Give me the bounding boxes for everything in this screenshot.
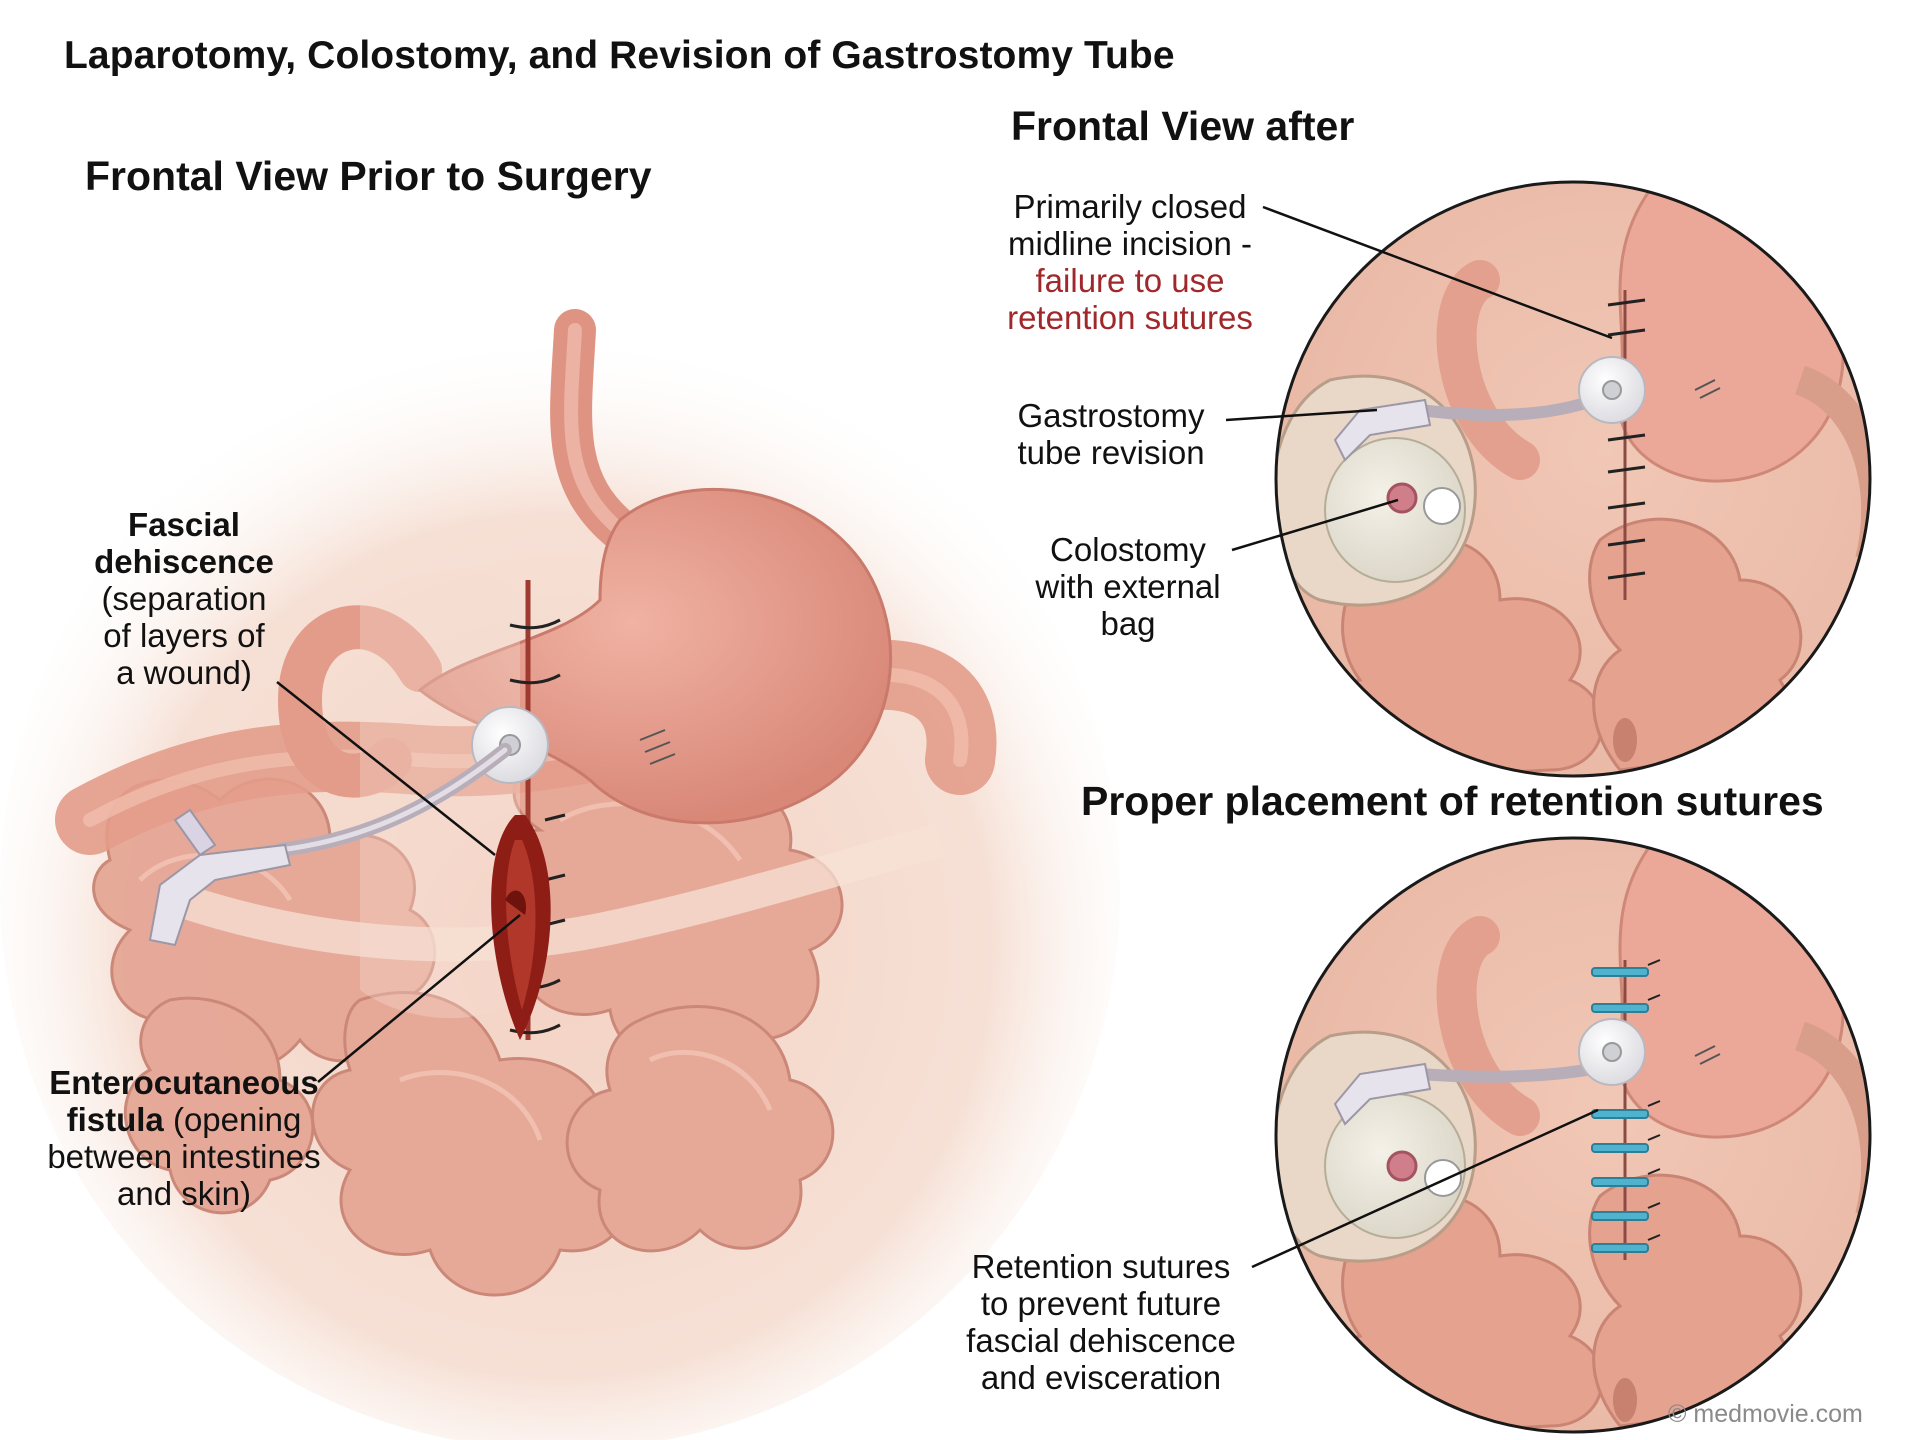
leader-colostomy — [1231, 498, 1399, 552]
fistula-desc-line3: between intestines — [47, 1138, 321, 1175]
before-surgery-illustration — [0, 309, 1120, 1440]
leader-retention-sutures — [1251, 1108, 1599, 1269]
colostomy-line1: Colostomy — [1050, 531, 1206, 568]
leader-lines — [276, 205, 1613, 1269]
label-enterocutaneous-fistula: Enterocutaneous fistula (opening between… — [14, 1064, 354, 1212]
after-surgery-inset — [1274, 180, 1872, 778]
fascial-term-line1: Fascial — [128, 506, 240, 543]
label-gastrostomy-tube: Gastrostomy tube revision — [1003, 397, 1219, 471]
retention-line1: Retention sutures — [971, 1248, 1231, 1285]
primarily-closed-line1: Primarily closed — [1013, 188, 1247, 225]
heading-after-surgery: Frontal View after — [1011, 103, 1355, 149]
fascial-desc-line3: a wound) — [116, 654, 252, 691]
proper-placement-inset — [1274, 836, 1872, 1434]
fascial-desc-line2: of layers of — [103, 617, 265, 654]
leader-primarily-closed — [1262, 205, 1613, 340]
fistula-desc-line4: and skin) — [117, 1175, 251, 1212]
fistula-desc-after-term: (opening — [163, 1101, 302, 1138]
leader-gastrostomy-tube — [1225, 408, 1378, 422]
heading-proper-placement: Proper placement of retention sutures — [1081, 778, 1824, 824]
colostomy-line3: bag — [1100, 605, 1156, 642]
retention-line2: to prevent future — [980, 1285, 1222, 1322]
colostomy-line2: with external — [1035, 568, 1221, 605]
primarily-closed-line3: failure to use — [1035, 262, 1225, 299]
figure-title: Laparotomy, Colostomy, and Revision of G… — [64, 34, 1175, 77]
fistula-term-line1: Enterocutaneous — [49, 1064, 319, 1101]
retention-line4: and evisceration — [980, 1359, 1222, 1396]
label-colostomy: Colostomy with external bag — [1020, 531, 1236, 642]
fistula-line2: fistula (opening — [14, 1101, 354, 1138]
copyright-watermark: © medmovie.com — [1668, 1400, 1863, 1428]
label-fascial-dehiscence: Fascial dehiscence (separation of layers… — [76, 506, 292, 691]
retention-line3: fascial dehiscence — [966, 1322, 1236, 1359]
fascial-term-line2: dehiscence — [94, 543, 274, 580]
label-retention-sutures: Retention sutures to prevent future fasc… — [946, 1248, 1256, 1396]
gastrostomy-line2: tube revision — [1017, 434, 1205, 471]
fistula-term-line2: fistula — [66, 1101, 164, 1138]
primarily-closed-line4: retention sutures — [1007, 299, 1253, 336]
label-primarily-closed: Primarily closed midline incision - fail… — [985, 188, 1275, 336]
leader-enterocutaneous-fistula — [317, 914, 521, 1083]
heading-before-surgery: Frontal View Prior to Surgery — [85, 153, 652, 199]
leader-fascial-dehiscence — [276, 681, 496, 856]
primarily-closed-line2: midline incision - — [1008, 225, 1252, 262]
fascial-desc-line1: (separation — [101, 580, 267, 617]
gastrostomy-line1: Gastrostomy — [1017, 397, 1205, 434]
